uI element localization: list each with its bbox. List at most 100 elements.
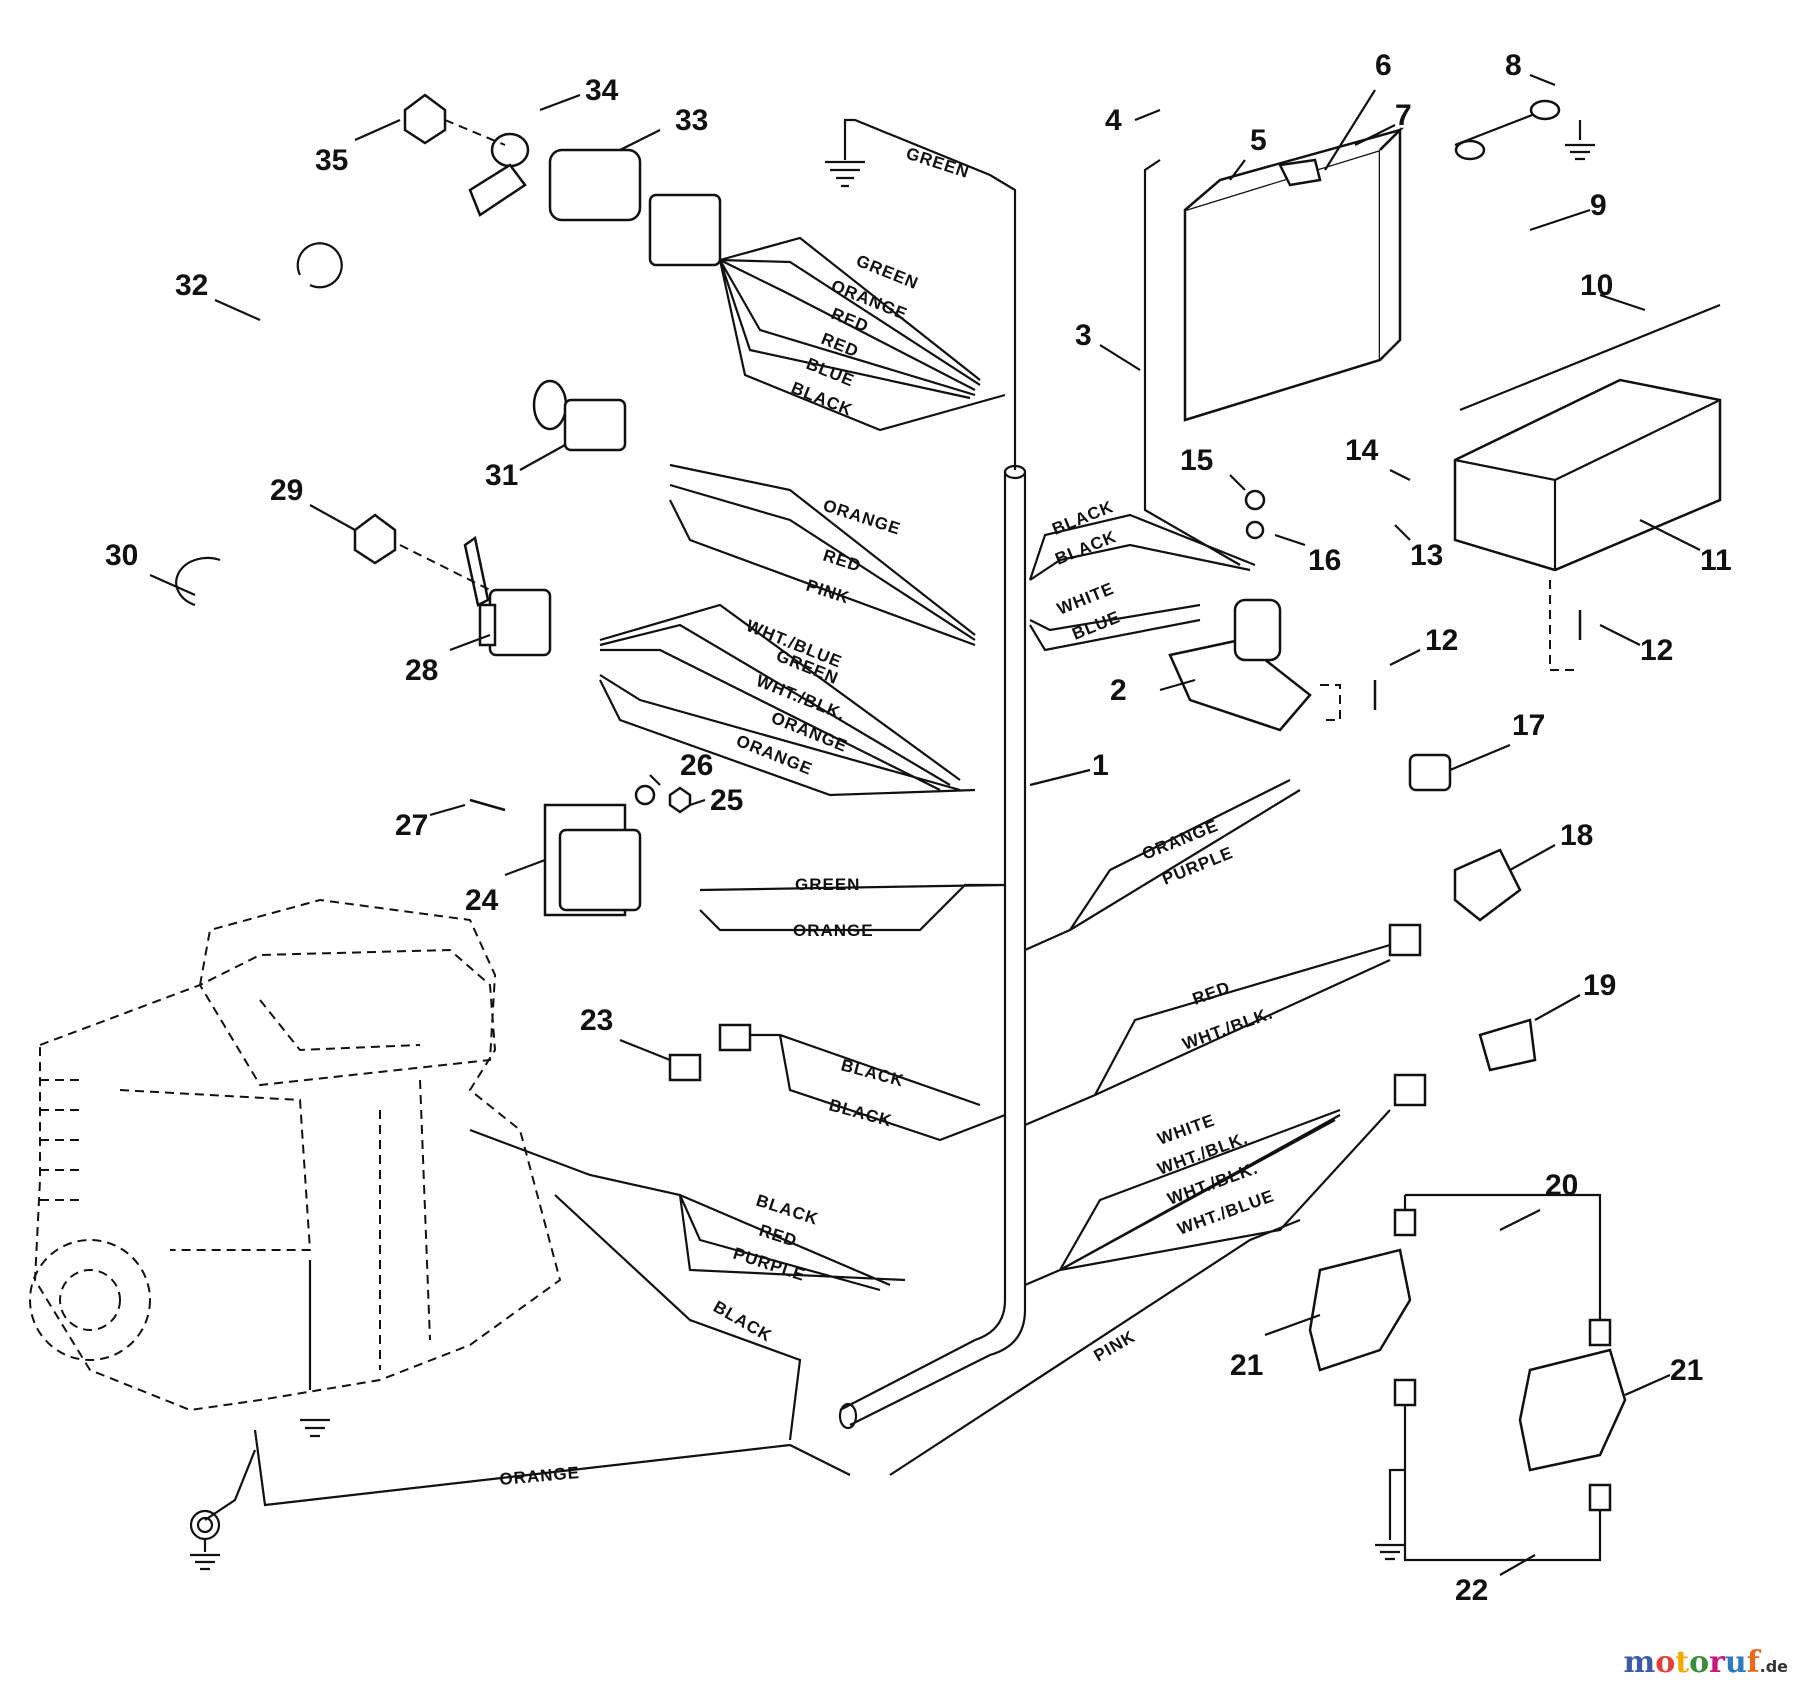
part-number: 22 [1455, 1574, 1488, 1607]
part-number: 11 [1700, 544, 1732, 577]
rod-10 [1459, 303, 1721, 412]
conn17-wires: ORANGE PURPLE [1024, 779, 1301, 952]
part-number: 25 [710, 784, 743, 817]
wire-label: BLUE [1069, 607, 1123, 643]
wire-label: RED [819, 329, 862, 361]
cable-8 [1454, 108, 1546, 147]
ignition-wires: GREEN ORANGE RED RED BLUE BLACK [718, 236, 1006, 432]
watermark-letter: f [1746, 1645, 1760, 1680]
wire-label: GREEN [904, 144, 972, 182]
part-number: 8 [1505, 49, 1522, 82]
washer-16 [1245, 520, 1265, 540]
part-number: 15 [1180, 444, 1213, 477]
harness-trunk [838, 464, 1027, 1430]
nut-29 [353, 513, 397, 565]
screw-27 [469, 798, 506, 812]
watermark-letter: r [1709, 1645, 1725, 1680]
clip-30 [175, 556, 221, 607]
toggle-switch-28 [463, 535, 552, 657]
wire-label: RED [757, 1221, 800, 1251]
part-number: 26 [680, 749, 713, 782]
cable-3 [1143, 159, 1241, 566]
watermark: motoruf.de [1623, 1645, 1788, 1680]
solenoid-wires: BLACK BLACK WHITE BLUE [1028, 497, 1256, 652]
part-number: 14 [1345, 434, 1379, 467]
switch-31 [532, 379, 627, 452]
switch31-wires: ORANGE RED PINK [669, 463, 976, 647]
part-number: 23 [580, 1004, 613, 1037]
wire-label: BLACK [839, 1056, 906, 1091]
wire-label: WHT./BLK. [1180, 1003, 1276, 1053]
wire-label: ORANGE [821, 496, 904, 539]
module24-wires: GREEN ORANGE [699, 875, 1006, 940]
part-number: 21 [1670, 1354, 1703, 1387]
part-number: 24 [465, 884, 499, 917]
part-number: 29 [270, 474, 303, 507]
watermark-letter: m [1623, 1645, 1656, 1680]
part-number: 21 [1230, 1349, 1263, 1382]
part-number: 27 [395, 809, 428, 842]
part-number: 7 [1395, 99, 1412, 132]
part-number: 31 [485, 459, 518, 492]
part-number: 9 [1590, 189, 1607, 222]
part-number: 13 [1410, 539, 1443, 572]
nut-35 [403, 93, 447, 145]
connector-17 [1408, 753, 1452, 792]
watermark-letter: o [1655, 1645, 1676, 1680]
watermark-letter: u [1724, 1645, 1747, 1680]
part-number: 16 [1308, 544, 1341, 577]
battery-tray-11 [1453, 303, 1722, 572]
nut-25 [668, 786, 692, 814]
part-number: 18 [1560, 819, 1593, 852]
part-number: 4 [1105, 104, 1122, 137]
wire-label: PINK [804, 576, 852, 608]
ignition-switch-33 [403, 93, 722, 267]
part-number: 28 [405, 654, 438, 687]
switch28-wires: WHT./BLUE GREEN WHT./BLK. ORANGE ORANGE [599, 603, 976, 797]
wire-label: RED [1190, 978, 1233, 1009]
part-number: 12 [1640, 634, 1673, 667]
lead-22 [1375, 1378, 1612, 1562]
headlight-21b [1518, 1348, 1627, 1472]
engine-outline [29, 898, 562, 1412]
clip-32 [296, 242, 343, 289]
watermark-brand: motoruf [1623, 1645, 1759, 1680]
engine-ground [300, 1260, 330, 1438]
part-number: 10 [1580, 269, 1613, 302]
ground-bottom: ORANGE [189, 1429, 851, 1571]
connector-19 [1393, 1018, 1537, 1107]
part-number: 32 [175, 269, 208, 302]
nut-15 [1244, 489, 1266, 511]
conn23-wires: BLACK BLACK [750, 1033, 1006, 1142]
part-number: 3 [1075, 319, 1092, 352]
watermark-tld: .de [1759, 1657, 1788, 1676]
part-number: 30 [105, 539, 138, 572]
part-number: 5 [1250, 124, 1267, 157]
watermark-letter: o [1689, 1645, 1710, 1680]
module-24 [543, 803, 642, 917]
wire-label: PURPLE [731, 1244, 808, 1285]
cap-6 [1278, 158, 1322, 187]
part-number: 33 [675, 104, 708, 137]
wire-label: GREEN [795, 875, 860, 894]
lights-wire: PINK [889, 1218, 1301, 1476]
part-number: 6 [1375, 49, 1392, 82]
connector-18 [1388, 848, 1522, 957]
washer-26 [634, 784, 656, 806]
conn18-wires: RED WHT./BLK. [1024, 943, 1391, 1127]
conn19-wires: WHITE WHT./BLK. WHT./BLK. WHT./BLUE [1024, 1108, 1391, 1287]
headlight-21a [1308, 1248, 1412, 1372]
wire-label: RED [829, 304, 872, 336]
wire-label: ORANGE [499, 1463, 581, 1489]
part-number: 2 [1110, 674, 1127, 707]
wire-label: PINK [1091, 1327, 1139, 1366]
part-number: 17 [1512, 709, 1545, 742]
connector-23 [668, 1023, 752, 1082]
part-number: 1 [1092, 749, 1109, 782]
wire-label: ORANGE [793, 921, 874, 940]
part-number: 34 [585, 74, 619, 107]
watermark-letter: t [1675, 1645, 1690, 1680]
wire-label: RED [821, 546, 864, 576]
lead-20 [1393, 1193, 1612, 1347]
